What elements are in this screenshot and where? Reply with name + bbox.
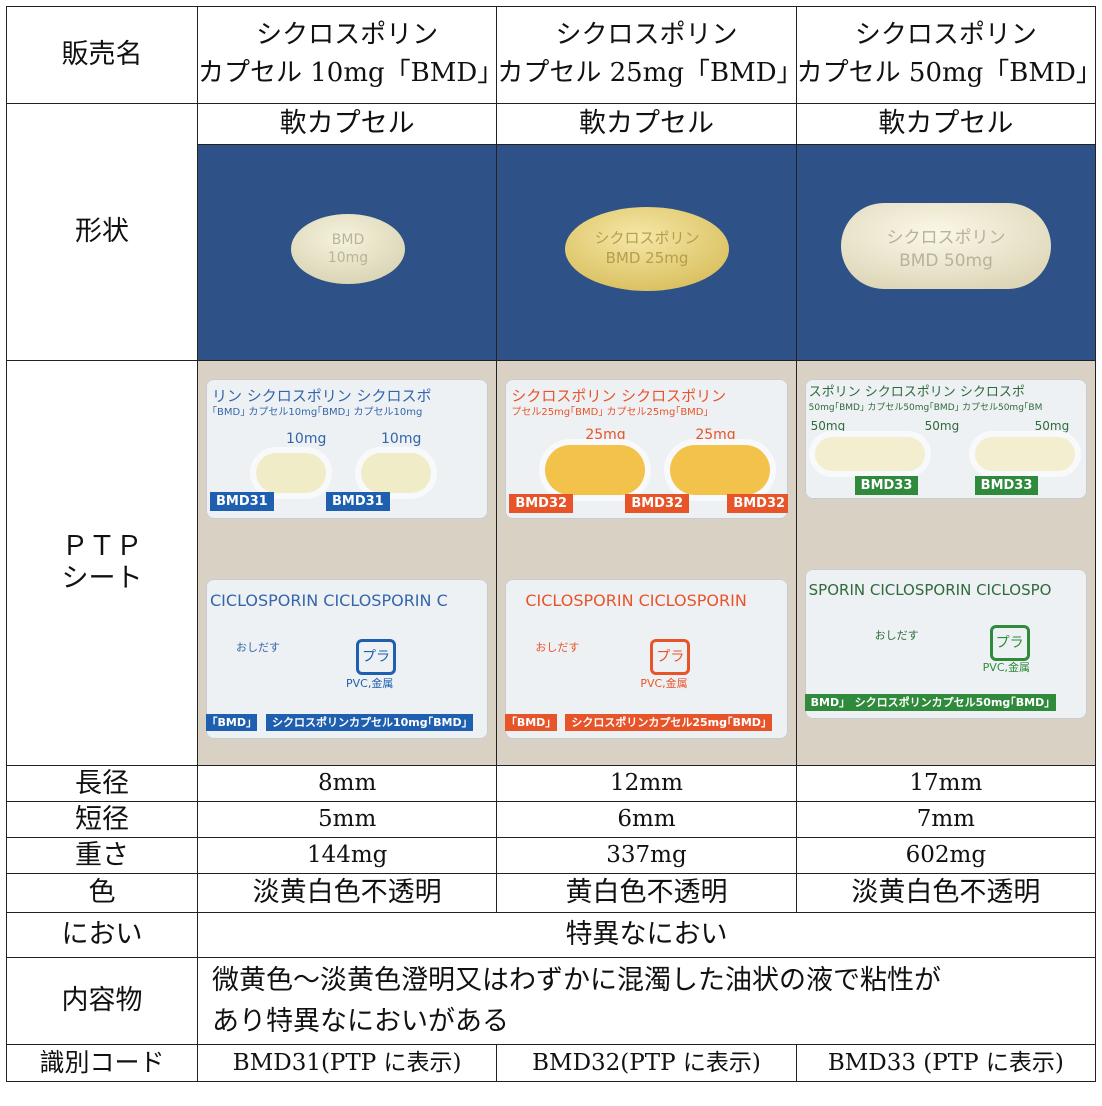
- label-odor: におい: [6, 912, 198, 959]
- color-25mg: 黄白色不透明: [496, 873, 797, 914]
- blister-pocket: [974, 437, 1075, 472]
- short-diameter-25mg: 6mm: [496, 801, 797, 839]
- ptp-code-label: BMD33: [854, 475, 919, 496]
- long-diameter-10mg: 8mm: [196, 765, 498, 803]
- pill-photo-25mg: シクロスポリン BMD 25mg: [496, 143, 797, 362]
- label-weight: 重さ: [6, 837, 198, 875]
- product-name-25mg: シクロスポリン カプセル 25mg「BMD」: [496, 6, 803, 104]
- ptp-code-label: BMD31: [210, 491, 274, 512]
- pill-imprint-line1: シクロスポリン: [886, 228, 1005, 248]
- product-spec-table: 販売名 シクロスポリン カプセル 10mg「BMD」 シクロスポリン カプセル …: [6, 6, 1102, 1083]
- recycle-mark-icon: プラ: [989, 625, 1030, 662]
- label-long-diameter: 長径: [6, 765, 198, 803]
- row-color: 色 淡黄白色不透明 黄白色不透明 淡黄白色不透明: [6, 873, 1097, 914]
- label-contents: 内容物: [6, 957, 198, 1046]
- recycle-mark-icon: プラ: [356, 639, 396, 676]
- blister-pocket: [545, 445, 646, 496]
- label-product-name: 販売名: [6, 6, 198, 104]
- label-id-code: 識別コード: [6, 1044, 198, 1083]
- ptp-code-label: BMD32: [625, 493, 690, 514]
- ptp-code-label: BMD32: [727, 493, 788, 514]
- blister-pocket: [814, 437, 925, 472]
- weight-50mg: 602mg: [795, 837, 1097, 875]
- label-ptp-sheet: ＰＴＰ シート: [6, 360, 198, 767]
- ptp-photo-25mg: シクロスポリン シクロスポリン プセル25mg｢BMD｣ カプセル25mg｢BM…: [496, 360, 797, 767]
- pill-imprint-line2: BMD 50mg: [899, 251, 993, 271]
- color-10mg: 淡黄白色不透明: [196, 873, 498, 914]
- ptp-code-label: BMD32: [509, 493, 574, 514]
- long-diameter-50mg: 17mm: [795, 765, 1097, 803]
- capsule-50mg-image: シクロスポリン BMD 50mg: [840, 203, 1051, 289]
- row-weight: 重さ 144mg 337mg 602mg: [6, 837, 1097, 875]
- odor-value: 特異なにおい: [197, 912, 1096, 959]
- ptp-front: リン シクロスポリン シクロスポ ｢BMD｣ カプセル10mg｢BMD｣ カプセ…: [206, 379, 489, 520]
- row-pill-photo: BMD 10mg シクロスポリン BMD 25mg: [7, 143, 1097, 362]
- push-out-icon: おしだす: [535, 641, 580, 655]
- product-name-10mg: シクロスポリン カプセル 10mg「BMD」: [196, 6, 503, 104]
- ptp-front: スポリン シクロスポリン シクロスポ 50mg｢BMD｣ カプセル50mg｢BM…: [804, 379, 1087, 500]
- row-ptp-sheet: ＰＴＰ シート リン シクロスポリン シクロスポ ｢BMD｣ カプセル10mg｢…: [6, 360, 1097, 767]
- ptp-back: CICLOSPORIN CICLOSPORIN おしだす プラ PVC,金属 ｢…: [505, 579, 788, 740]
- long-diameter-25mg: 12mm: [496, 765, 797, 803]
- ptp-front: シクロスポリン シクロスポリン プセル25mg｢BMD｣ カプセル25mg｢BM…: [505, 379, 788, 520]
- ptp-photo-10mg: リン シクロスポリン シクロスポ ｢BMD｣ カプセル10mg｢BMD｣ カプセ…: [196, 360, 498, 767]
- capsule-10mg-image: BMD 10mg: [291, 214, 405, 284]
- label-shape: 形状: [6, 102, 198, 362]
- pill-imprint-line1: BMD: [332, 232, 364, 248]
- color-50mg: 淡黄白色不透明: [795, 873, 1097, 914]
- weight-25mg: 337mg: [496, 837, 797, 875]
- pill-imprint-line2: 10mg: [328, 250, 368, 266]
- push-out-icon: おしだす: [874, 629, 919, 643]
- product-name-50mg: シクロスポリン カプセル 50mg「BMD」: [795, 6, 1102, 104]
- short-diameter-50mg: 7mm: [795, 801, 1097, 839]
- push-out-icon: おしだす: [236, 641, 280, 655]
- id-code-50mg: BMD33 (PTP に表示): [795, 1044, 1097, 1083]
- pill-imprint-line2: BMD 25mg: [606, 249, 689, 267]
- row-id-code: 識別コード BMD31(PTP に表示) BMD32(PTP に表示) BMD3…: [6, 1044, 1097, 1083]
- weight-10mg: 144mg: [196, 837, 498, 875]
- blister-pocket: [670, 445, 771, 496]
- row-long-diameter: 長径 8mm 12mm 17mm: [6, 765, 1097, 803]
- id-code-25mg: BMD32(PTP に表示): [496, 1044, 797, 1083]
- blister-pocket: [256, 453, 326, 494]
- pill-imprint-line1: シクロスポリン: [595, 229, 700, 247]
- ptp-code-label: BMD33: [974, 475, 1039, 496]
- ptp-photo-50mg: スポリン シクロスポリン シクロスポ 50mg｢BMD｣ カプセル50mg｢BM…: [795, 360, 1097, 767]
- row-short-diameter: 短径 5mm 6mm 7mm: [6, 801, 1097, 839]
- dosage-type-50mg: 軟カプセル: [795, 103, 1097, 145]
- pill-photo-50mg: シクロスポリン BMD 50mg: [795, 143, 1097, 362]
- ptp-code-label: BMD31: [326, 491, 390, 512]
- row-odor: におい 特異なにおい: [6, 912, 1096, 959]
- id-code-10mg: BMD31(PTP に表示): [196, 1044, 498, 1083]
- ptp-back: CICLOSPORIN CICLOSPORIN C おしだす プラ PVC,金属…: [206, 579, 489, 740]
- capsule-25mg-image: シクロスポリン BMD 25mg: [565, 207, 730, 291]
- ptp-back: SPORIN CICLOSPORIN CICLOSPO おしだす プラ PVC,…: [804, 569, 1087, 720]
- row-product-name: 販売名 シクロスポリン カプセル 10mg「BMD」 シクロスポリン カプセル …: [6, 6, 1102, 104]
- short-diameter-10mg: 5mm: [196, 801, 498, 839]
- label-color: 色: [6, 873, 198, 914]
- pill-photo-10mg: BMD 10mg: [196, 143, 498, 362]
- recycle-mark-icon: プラ: [650, 639, 691, 676]
- label-short-diameter: 短径: [6, 801, 198, 839]
- dosage-type-25mg: 軟カプセル: [496, 103, 797, 145]
- row-dosage-type: 形状 軟カプセル 軟カプセル 軟カプセル: [6, 102, 1097, 362]
- blister-pocket: [361, 453, 431, 494]
- contents-value: 微黄色～淡黄色澄明又はわずかに混濁した油状の液で粘性が あり特異なにおいがある: [197, 957, 1096, 1046]
- dosage-type-10mg: 軟カプセル: [196, 103, 498, 145]
- row-contents: 内容物 微黄色～淡黄色澄明又はわずかに混濁した油状の液で粘性が あり特異なにおい…: [6, 957, 1096, 1046]
